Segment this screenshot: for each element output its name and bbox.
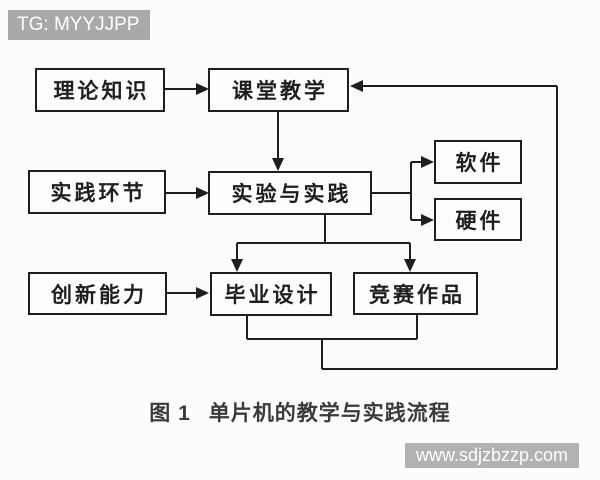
node-software: 软件: [434, 140, 522, 184]
arrowhead-down-icon: [272, 158, 284, 171]
figure-title: 单片机的教学与实践流程: [208, 402, 451, 425]
arrowhead-right-icon: [421, 156, 434, 168]
node-theory: 理论知识: [35, 68, 165, 112]
figure-number: 图 1: [149, 402, 191, 425]
connector-lines: [165, 85, 558, 370]
node-classroom: 课堂教学: [208, 68, 349, 112]
arrowhead-right-icon: [196, 287, 209, 299]
node-graduation: 毕业设计: [210, 272, 332, 316]
node-practice: 实践环节: [28, 170, 166, 214]
figure-caption: 图 1 单片机的教学与实践流程: [0, 397, 600, 427]
arrowhead-right-icon: [421, 214, 434, 226]
node-experiment: 实验与实践: [208, 171, 372, 215]
arrowhead-down-icon: [231, 259, 243, 272]
site-watermark: www.sdjzbzzp.com: [405, 443, 579, 468]
arrowhead-right-icon: [196, 83, 209, 95]
arrowhead-right-icon: [196, 187, 209, 199]
node-competition: 竞赛作品: [353, 272, 478, 315]
arrowhead-left-icon: [350, 80, 363, 92]
node-hardware: 硬件: [434, 198, 522, 241]
arrowheads: [196, 80, 434, 299]
arrowhead-down-icon: [404, 259, 416, 272]
tg-watermark-badge: TG: MYYJJPP: [8, 10, 150, 40]
node-innovation: 创新能力: [28, 272, 167, 315]
